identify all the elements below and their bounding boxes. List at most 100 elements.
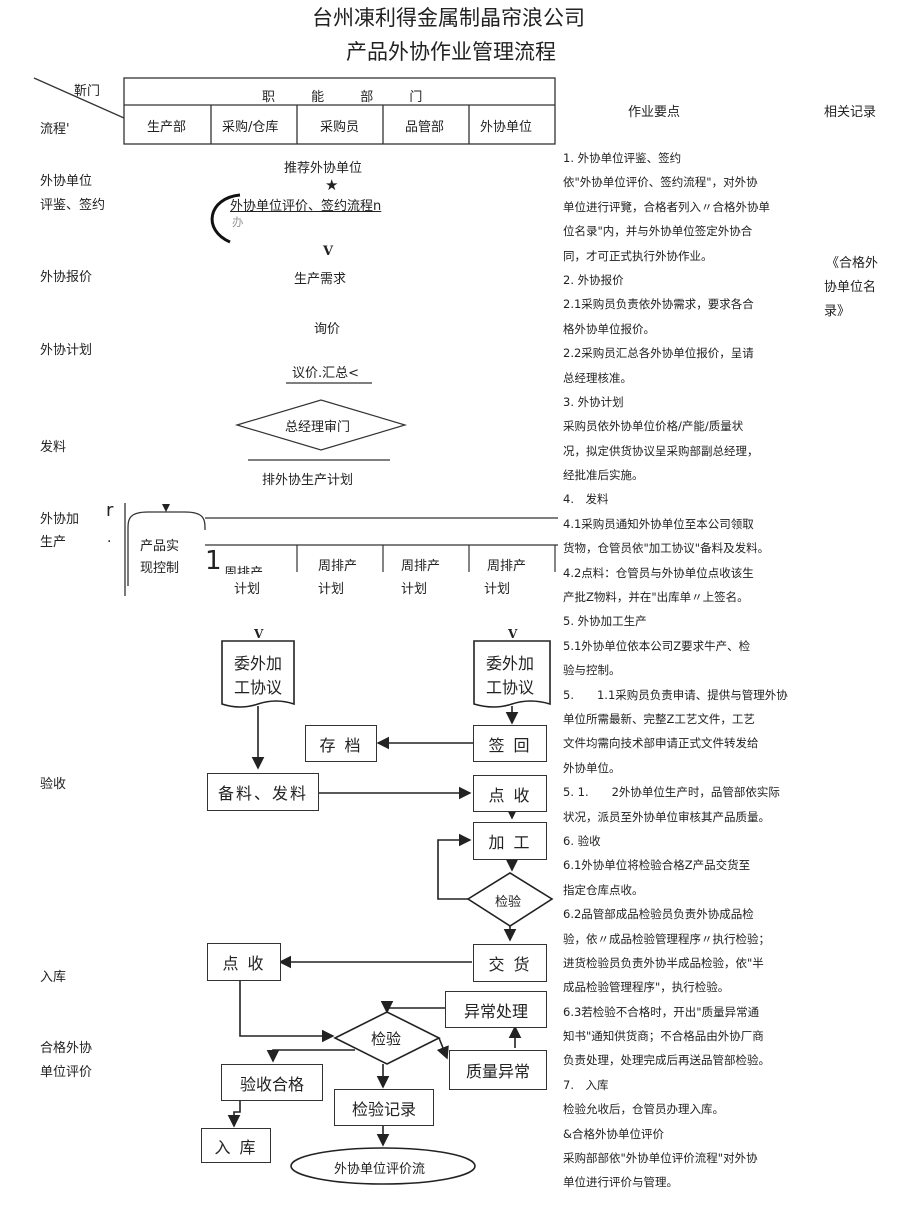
r-mark: r [106,500,114,521]
note-line: 同，才可正式执行外协作业。 [563,248,713,263]
dept-quality: 品管部 [405,120,445,135]
company-title: 台州凍利得金属制晶帘浪公司 [312,6,585,30]
note-line: 2. 外协报价 [563,272,624,287]
contract-left-line2: 工协议 [234,678,283,697]
dot-mark: . [107,530,112,546]
note-line: 5. 1. 2外协单位生产时，品管部依实际 [563,785,780,800]
note-line: 位名录"内，并与外协单位签定外协合 [563,224,753,239]
stage-label: 验收 [40,777,67,792]
note-line: 单位进行评价与管理。 [563,1175,678,1190]
dept-buyer: 采购员 [320,120,360,135]
note-line: 2.2采购员汇总各外协单位报价，呈请 [563,346,754,361]
schedule-top: 周排产 [487,559,527,574]
note-line: 货物，仓管员依"加工协议"备料及发料。 [563,541,770,556]
recommend-step: 推荐外协单位 [284,161,363,176]
stage-label: 评鉴、签约 [40,198,106,213]
note-line: 7. 入库 [563,1077,609,1092]
process-box: 加 工 [473,822,547,860]
note-line: 4.1采购员通知外协单位至本公司领取 [563,516,754,531]
stage-label: 单位评价 [40,1065,93,1080]
note-line: 3. 外协计划 [563,394,624,409]
dept-label: 靳门 [74,84,101,99]
notes-column: 1. 外协单位评鉴、签约 依"外协单位评价、签约流程"，对外协 单位进行评覽，合… [563,146,788,1195]
inspect-record-box: 检验记录 [334,1089,434,1126]
note-line: 格外协单位报价。 [563,321,655,336]
check-receive-2-box: 点 收 [207,943,281,981]
stage-label: 入库 [40,970,67,985]
dept-production: 生产部 [147,120,187,135]
note-line: 况，拟定供货协议呈采购部副总经理， [563,443,759,458]
function-dept-header: 职 能 部 门 [262,90,439,105]
archive-box: 存 档 [305,725,377,762]
note-line: 文件均需向技术部申请正式文件转发给 [563,736,759,751]
one-mark: 1 [205,546,222,576]
stage-label: 外协加 [40,512,80,527]
note-line: 5. 1.1采购员负责申请、提供与管理外协 [563,687,788,702]
record-line: 协单位名 [824,280,877,295]
arrow-v-mark: V [323,244,334,259]
production-demand-step: 生产需求 [294,272,347,287]
note-line: 6. 验收 [563,833,601,848]
note-line: 指定仓库点收。 [563,882,644,897]
v-mark-right: V [508,627,518,641]
records-title: 相关记录 [824,105,877,120]
dept-purchase-warehouse: 采购/仓库 [222,120,279,135]
schedule-step: 排外协生产计划 [262,473,354,488]
note-line: 5. 外协加工生产 [563,614,647,629]
stage-label: 合格外协 [40,1041,93,1056]
note-line: 6.2品管部成品检验员负责外协成品检 [563,907,754,922]
negotiate-step: 议价.汇总< [292,366,360,381]
note-line: 单位所需最新、完整Z工艺文件，工艺 [563,711,755,726]
control-label-1: 产品实 [140,539,180,554]
schedule-bottom: 计划 [401,582,428,597]
note-line: 总经理核准。 [563,370,632,385]
prep-issue-box: 备料、发料 [207,773,319,811]
schedule-bottom: 计划 [234,582,261,597]
quality-abnormal-box: 质量异常 [449,1050,547,1090]
note-line: 4. 发料 [563,492,609,507]
note-line: 1. 外协单位评鉴、签约 [563,151,682,165]
inspect-2-decision: 检验 [371,1030,402,1048]
note-line: 产批Z物料，并在"出库单〃上签名。 [563,590,749,605]
eval-flow-terminal: 外协单位评价流 [334,1162,426,1177]
eval-sign-sub: 办 [232,215,244,229]
flow-label: 流程' [40,122,70,137]
stage-label: 外协单位 [40,174,93,189]
star-icon: ★ [325,176,339,194]
stage-label: 外协计划 [40,343,93,358]
stage-label: 发料 [40,440,67,455]
contract-left-line1: 委外加 [234,654,283,673]
note-line: 进货检验员负责外协半成品检验，依"半 [563,955,764,970]
gm-approval-decision: 总经理审门 [285,420,351,435]
dept-subcontractor: 外协单位 [480,120,533,135]
bracket-curve [210,193,241,244]
inspect-decision: 检验 [495,895,522,910]
eval-sign-step: 外协单位评价、签约流程n [230,199,382,214]
inquiry-step: 询价 [314,322,341,337]
note-line: 经批准后实施。 [563,468,644,483]
note-line: 采购部部依"外协单位评价流程"对外协 [563,1151,758,1166]
schedule-top: 周排产 [224,566,264,574]
contract-right-line2: 工协议 [486,678,535,697]
note-line: 2.1采购员负责依外协需求，要求各合 [563,297,754,312]
note-line: 负责处理，处理完成后再送品管部检验。 [563,1053,770,1068]
document-title: 产品外协作业管理流程 [346,40,556,64]
note-line: 验与控制。 [563,663,621,678]
note-line: 6.1外协单位将检验合格Z产品交货至 [563,858,751,873]
schedule-bottom: 计划 [318,582,345,597]
note-line: 依"外协单位评价、签约流程"，对外协 [563,175,758,190]
check-receive-box: 点 收 [473,775,547,812]
warehouse-in-box: 入 库 [201,1128,271,1163]
stage-label: 外协报价 [40,270,93,285]
schedule-bottom: 计划 [484,582,511,597]
accept-ok-box: 验收合格 [221,1064,323,1101]
note-line: 知书"通知供货商；不合格品由外协厂商 [563,1029,764,1044]
note-line: 状况，派员至外协单位审核其产品质量。 [563,809,770,824]
note-line: 单位进行评覽，合格者列入〃合格外协单 [563,199,770,214]
note-line: 检验允收后，仓管员办理入库。 [563,1102,724,1117]
contract-right-line1: 委外加 [486,654,535,673]
